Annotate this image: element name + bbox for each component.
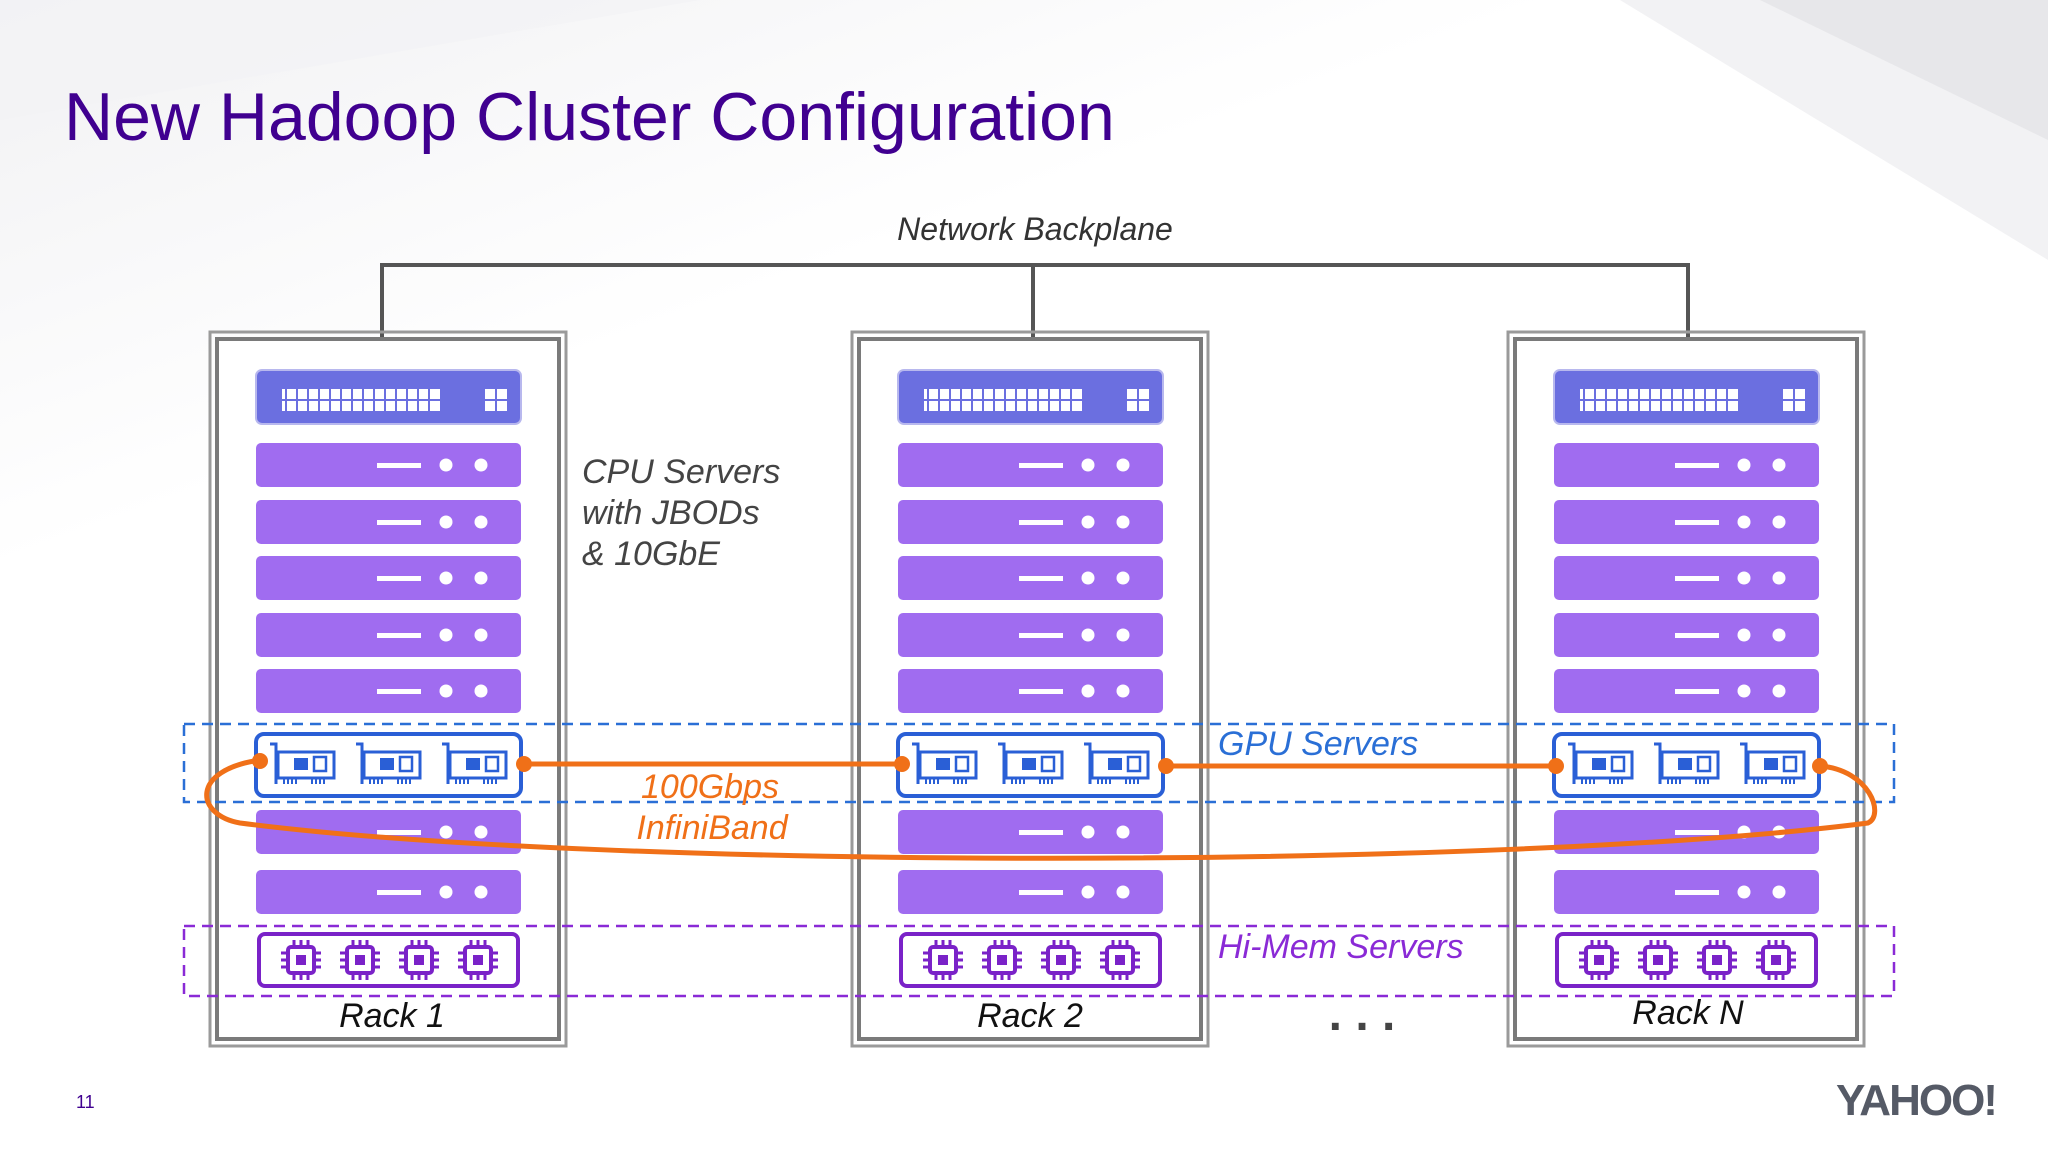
- infiniband-label-line2: InfiniBand: [636, 809, 788, 847]
- cpu-server: [898, 669, 1163, 713]
- memory-chip-icon: [1756, 940, 1796, 980]
- infiniband-label-line1: 100Gbps: [641, 768, 779, 806]
- rack-frame-outer: [208, 330, 568, 1048]
- cpu-servers-label-line2: with JBODs: [582, 494, 760, 532]
- gpu-server: [896, 732, 1165, 798]
- gpu-server: [1552, 732, 1821, 798]
- network-switch-icon: [897, 369, 1164, 425]
- cpu-server: [898, 613, 1163, 657]
- cpu-server: [256, 870, 521, 914]
- gpu-server: [254, 732, 523, 798]
- rack-frame-outer: [1506, 330, 1866, 1048]
- cpu-server: [898, 443, 1163, 487]
- backplane-label: Network Backplane: [897, 211, 1173, 247]
- cpu-server: [898, 500, 1163, 544]
- cpu-server: [1554, 669, 1819, 713]
- himem-server: [899, 932, 1162, 988]
- memory-chip-icon: [340, 940, 380, 980]
- memory-chip-icon: [458, 940, 498, 980]
- rack-frame-outer: [850, 330, 1210, 1048]
- memory-chip-icon: [923, 940, 963, 980]
- slide-title: New Hadoop Cluster Configuration: [64, 79, 1115, 155]
- network-switch-icon: [1553, 369, 1820, 425]
- rack-1: [208, 330, 568, 1048]
- rack-n: [1506, 330, 1866, 1048]
- memory-chip-icon: [1041, 940, 1081, 980]
- memory-chip-icon: [1697, 940, 1737, 980]
- gpu-card-icon: [1654, 742, 1720, 784]
- cpu-server: [898, 870, 1163, 914]
- himem-server: [1555, 932, 1818, 988]
- gpu-card-icon: [356, 742, 422, 784]
- gpu-servers-label: GPU Servers: [1218, 725, 1418, 763]
- himem-server: [257, 932, 520, 988]
- memory-chip-icon: [281, 940, 321, 980]
- memory-chip-icon: [399, 940, 439, 980]
- cpu-server: [256, 613, 521, 657]
- cpu-servers-label-line1: CPU Servers: [582, 453, 780, 491]
- cpu-server: [1554, 500, 1819, 544]
- gpu-servers-group: [182, 722, 1896, 804]
- rack-2: [850, 330, 1210, 1048]
- cpu-server: [256, 669, 521, 713]
- memory-chip-icon: [1638, 940, 1678, 980]
- gpu-card-icon: [1568, 742, 1634, 784]
- cpu-server: [256, 443, 521, 487]
- memory-chip-icon: [1100, 940, 1140, 980]
- more-racks-ellipsis: . . .: [1329, 988, 1396, 1041]
- himem-servers-group: [182, 924, 1896, 998]
- cpu-server: [1554, 613, 1819, 657]
- page-number: 11: [76, 1092, 95, 1112]
- gpu-card-icon: [912, 742, 978, 784]
- gpu-card-icon: [1740, 742, 1806, 784]
- cpu-servers-label-line3: & 10GbE: [582, 535, 720, 573]
- cpu-server: [1554, 556, 1819, 600]
- gpu-card-icon: [1084, 742, 1150, 784]
- gpu-card-icon: [270, 742, 336, 784]
- himem-servers-label: Hi-Mem Servers: [1218, 928, 1464, 966]
- gpu-card-icon: [442, 742, 508, 784]
- gpu-card-icon: [998, 742, 1064, 784]
- cpu-server: [898, 556, 1163, 600]
- cpu-server: [898, 810, 1163, 854]
- rack-label-n: Rack N: [1632, 994, 1744, 1032]
- memory-chip-icon: [982, 940, 1022, 980]
- cpu-server: [1554, 870, 1819, 914]
- infiniband-link: [204, 753, 1878, 861]
- rack-label-2: Rack 2: [977, 997, 1083, 1035]
- memory-chip-icon: [1579, 940, 1619, 980]
- cpu-server: [256, 500, 521, 544]
- rack-label-1: Rack 1: [339, 997, 445, 1035]
- network-switch-icon: [255, 369, 522, 425]
- cpu-server: [256, 556, 521, 600]
- yahoo-logo: YAHOO!: [1836, 1076, 1998, 1125]
- cpu-server: [1554, 443, 1819, 487]
